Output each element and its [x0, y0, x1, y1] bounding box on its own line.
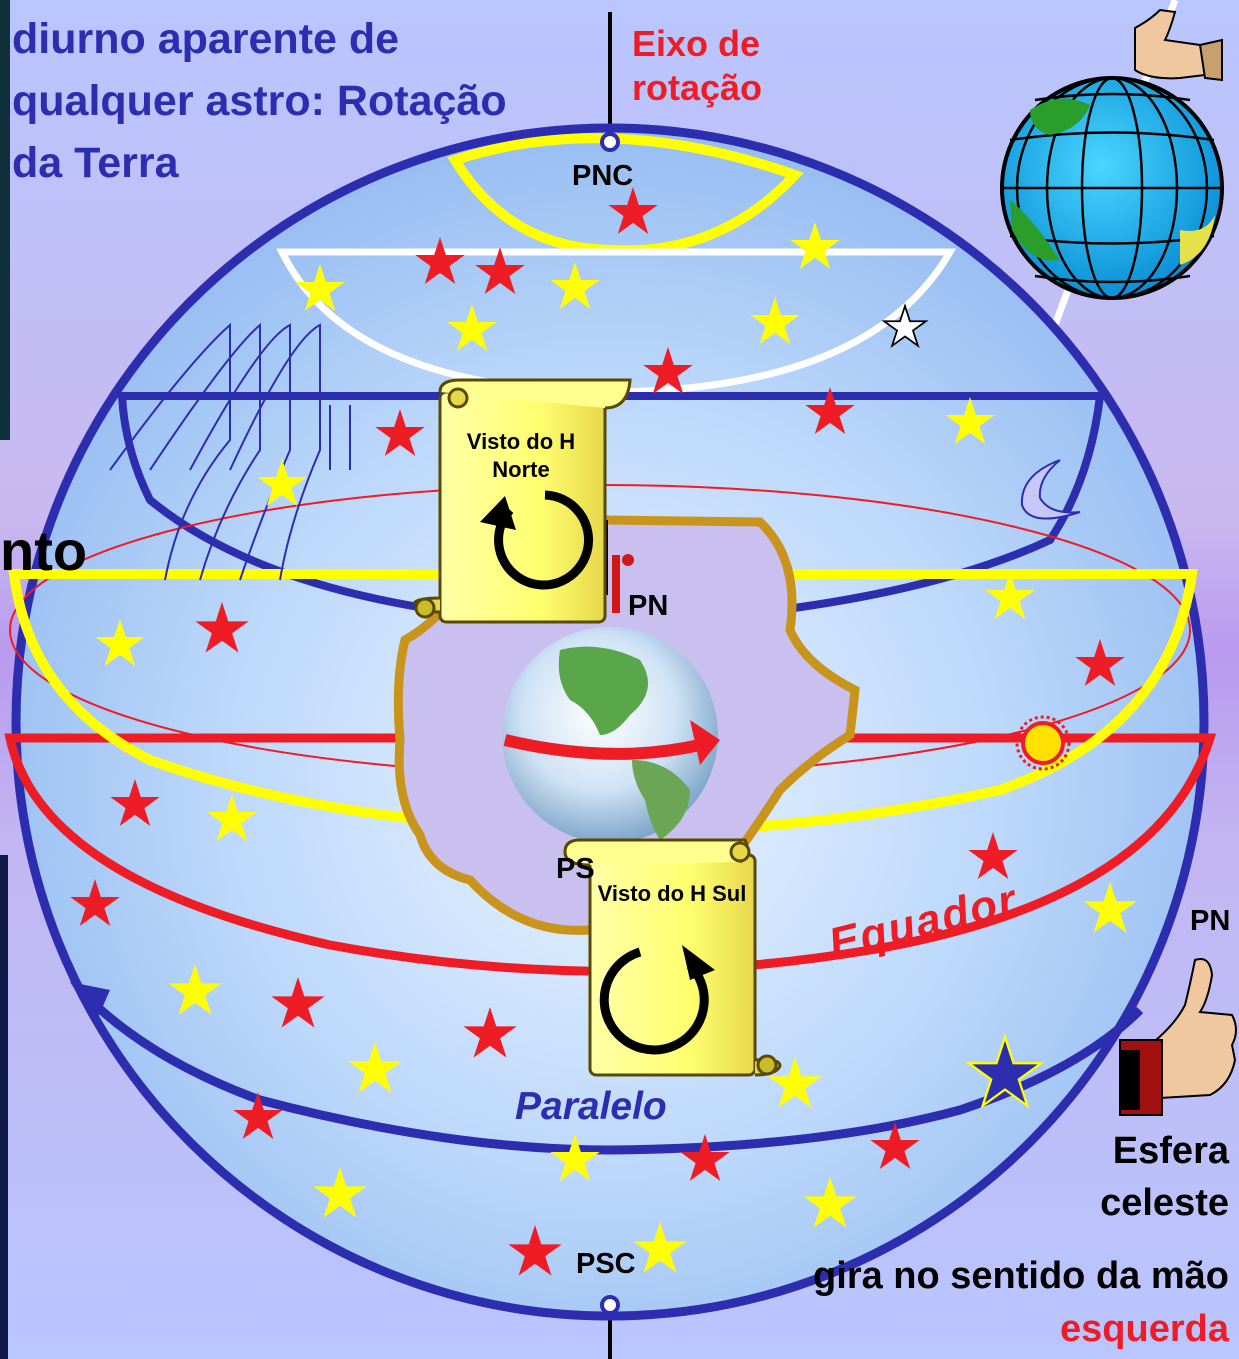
meridian-wireframe [109, 322, 351, 581]
globe-icon [1000, 76, 1224, 300]
parallel-label: Paralelo [515, 1085, 667, 1128]
thumbs-up-icon-top [1134, 8, 1223, 82]
psc-label: PSC [576, 1248, 636, 1280]
psc-point [600, 1295, 620, 1315]
axis-label: Eixo de rotação [632, 23, 763, 108]
scroll-north [413, 378, 632, 624]
page-title: diurno aparente de qualquer astro: Rotaç… [12, 15, 507, 187]
pnc-point [600, 132, 620, 152]
scroll-south [563, 838, 782, 1077]
counterclockwise-arrow-icon [494, 490, 593, 590]
earth-continent-north-america [558, 646, 648, 735]
moon-icon [1020, 459, 1081, 520]
caption-prefix: gira no sentido da mão [813, 1255, 1229, 1297]
earth-rotation-arrow [503, 734, 702, 760]
rotation-direction-caption: gira no sentido da mão esquerda [809, 1250, 1229, 1356]
clockwise-arrow-icon [599, 947, 709, 1055]
thumbs-up-icon-right [1119, 958, 1237, 1116]
observer-figure [612, 555, 620, 613]
caption-highlight: esquerda [1060, 1308, 1229, 1350]
partial-word: nto [0, 519, 88, 582]
pnc-label: PNC [572, 160, 634, 192]
scroll-south-text: Visto do H Sul [597, 881, 747, 906]
parallel-arrow-head [70, 982, 110, 1022]
esfera-celeste-label: Esfera celeste [1100, 1130, 1229, 1224]
sun-icon [1015, 715, 1071, 771]
yellow-polar-circle [447, 133, 804, 256]
left-dark-strip-top [0, 0, 10, 440]
pn-right-label: PN [1190, 905, 1231, 937]
pn-inner-label: PN [628, 590, 669, 622]
earth-continent-south-america [632, 760, 690, 840]
earth-rotation-arrowhead [690, 720, 720, 765]
scroll-north-text: Visto do H Norte [466, 429, 576, 482]
ps-inner-label: PS [556, 853, 595, 885]
left-dark-strip-bottom [0, 855, 8, 1359]
